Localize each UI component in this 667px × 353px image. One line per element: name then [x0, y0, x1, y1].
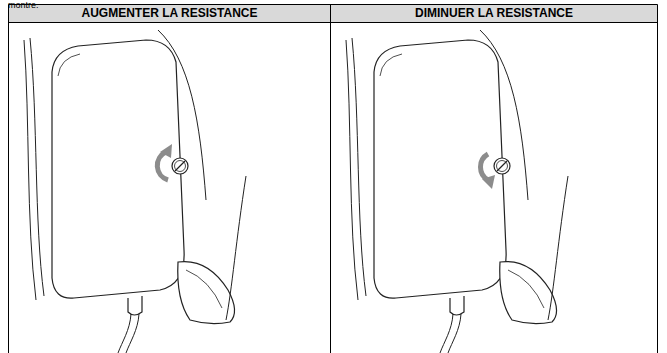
note-text: montre. — [8, 0, 39, 10]
table-rule — [9, 4, 658, 5]
rotation-arrow — [480, 154, 495, 189]
table-rule — [330, 5, 331, 353]
table-rule — [657, 5, 658, 353]
table-header: DIMINUER LA RESISTANCE — [331, 5, 657, 22]
table-rule — [8, 5, 9, 353]
table-rule — [9, 22, 658, 23]
device-drawing — [24, 30, 246, 353]
device-drawing — [346, 30, 568, 353]
table-header: AUGMENTER LA RESISTANCE — [9, 5, 330, 22]
rotation-arrow — [157, 144, 172, 180]
header-band — [9, 5, 658, 23]
